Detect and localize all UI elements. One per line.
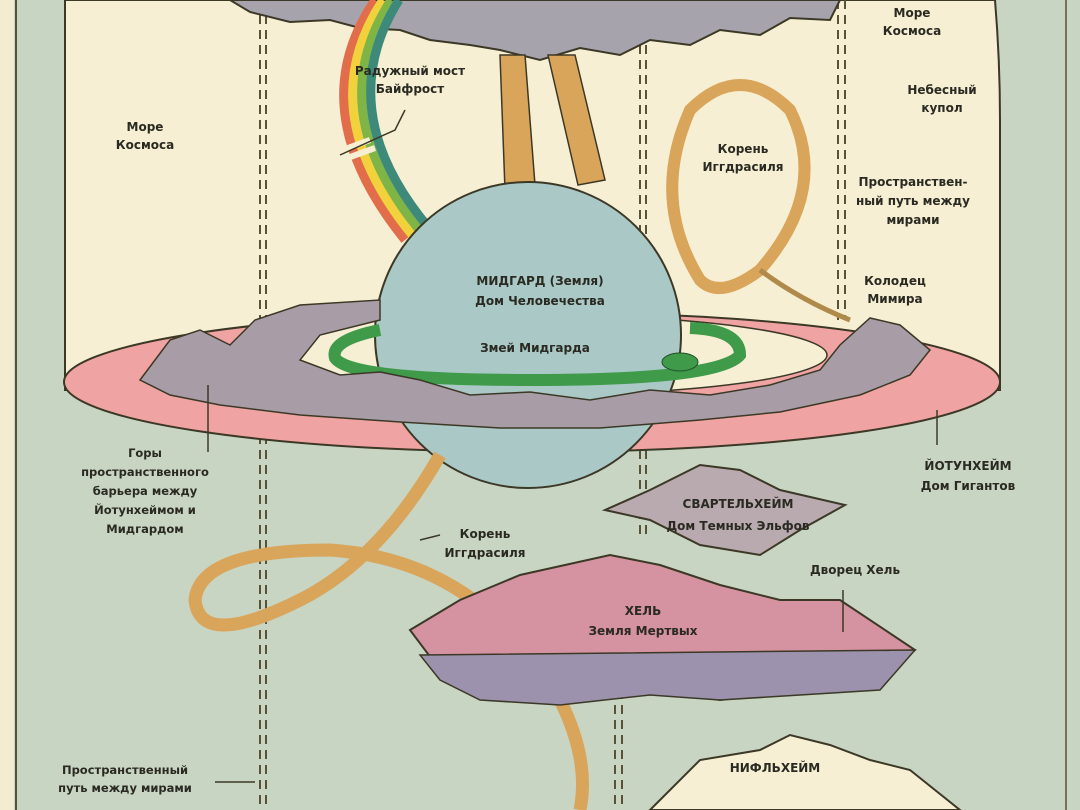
label-midgard: МИДГАРД (Земля)Дом Человечества <box>475 274 605 308</box>
midgard-serpent <box>328 322 747 387</box>
label-serpent: Змей Мидгарда <box>480 341 590 355</box>
bifrost-rainbow <box>339 0 433 243</box>
hel-underside <box>418 649 917 706</box>
midgard-globe <box>374 181 682 489</box>
label-niflheim: НИФЛЬХЕЙМ <box>730 760 821 775</box>
label-hel-palace: Дворец Хель <box>810 563 901 577</box>
bifrost-break <box>313 137 377 171</box>
root-lower-pointer <box>419 534 441 541</box>
barrier-mountains <box>138 299 932 429</box>
niflheim <box>648 733 962 810</box>
page-margin <box>0 0 14 810</box>
svartalfheim <box>601 463 848 557</box>
bifrost-pointer <box>339 109 406 156</box>
serpent-head <box>661 352 699 372</box>
